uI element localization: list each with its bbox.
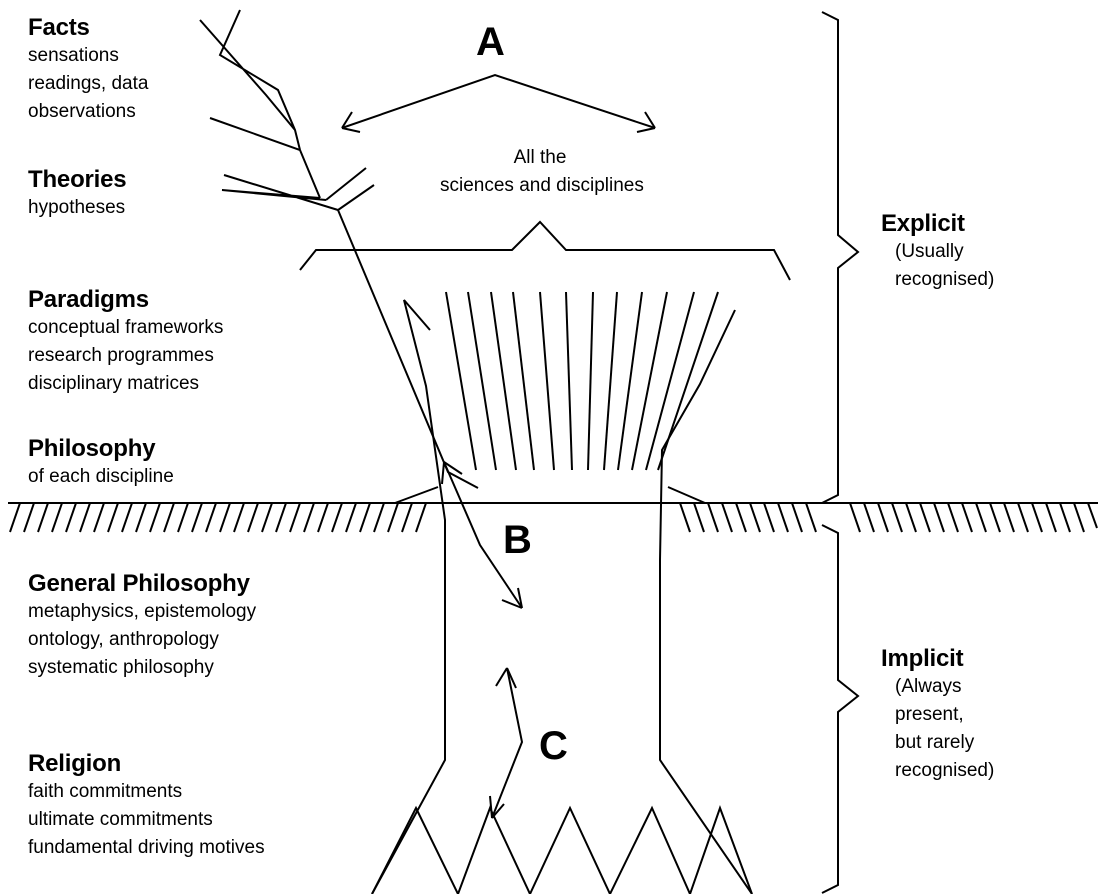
religion-item: faith commitments (28, 778, 265, 806)
arrow-c (492, 668, 522, 818)
philosophy-title: Philosophy (28, 435, 174, 463)
trunk-right-edge (660, 310, 752, 894)
roots (372, 808, 752, 894)
general-philosophy-item: metaphysics, epistemology (28, 598, 256, 626)
paradigms-item: conceptual frameworks (28, 314, 223, 342)
general-philosophy-label: General Philosophy metaphysics, epistemo… (28, 570, 256, 682)
ground-flare-right (668, 487, 705, 503)
facts-item: sensations (28, 42, 148, 70)
theories-label: Theories hypotheses (28, 166, 126, 222)
religion-title: Religion (28, 750, 265, 778)
explicit-line: recognised) (881, 266, 994, 294)
paradigm-rays (446, 292, 718, 470)
paradigms-item: disciplinary matrices (28, 370, 223, 398)
sciences-line: sciences and disciplines (440, 172, 640, 200)
paradigms-item: research programmes (28, 342, 223, 370)
explicit-title: Explicit (881, 210, 994, 238)
implicit-title: Implicit (881, 645, 994, 673)
religion-item: fundamental driving motives (28, 834, 265, 862)
ground-flare-left (395, 487, 438, 503)
implicit-line: but rarely (881, 729, 994, 757)
implicit-line: recognised) (881, 757, 994, 785)
implicit-line: (Always (881, 673, 994, 701)
sciences-bracket (300, 222, 790, 280)
explicit-label: Explicit (Usually recognised) (881, 210, 994, 294)
facts-label: Facts sensations readings, data observat… (28, 14, 148, 126)
religion-item: ultimate commitments (28, 806, 265, 834)
philosophy-item: of each discipline (28, 463, 174, 491)
ground-hatching (10, 503, 1097, 532)
marker-c: C (539, 726, 568, 766)
philosophy-label: Philosophy of each discipline (28, 435, 174, 491)
theories-title: Theories (28, 166, 126, 194)
trunk-left-edge (372, 300, 445, 894)
explicit-line: (Usually (881, 238, 994, 266)
general-philosophy-title: General Philosophy (28, 570, 256, 598)
paradigms-label: Paradigms conceptual frameworks research… (28, 286, 223, 398)
facts-item: observations (28, 98, 148, 126)
implicit-line: present, (881, 701, 994, 729)
arrow-a (342, 75, 655, 128)
marker-b: B (503, 520, 532, 560)
theories-item: hypotheses (28, 194, 126, 222)
explicit-brace (822, 12, 858, 503)
sciences-line: All the (440, 144, 640, 172)
general-philosophy-item: systematic philosophy (28, 654, 256, 682)
facts-title: Facts (28, 14, 148, 42)
religion-label: Religion faith commitments ultimate comm… (28, 750, 265, 862)
implicit-label: Implicit (Always present, but rarely rec… (881, 645, 994, 785)
marker-a: A (476, 22, 505, 62)
implicit-brace (822, 525, 858, 893)
general-philosophy-item: ontology, anthropology (28, 626, 256, 654)
paradigms-title: Paradigms (28, 286, 223, 314)
facts-item: readings, data (28, 70, 148, 98)
sciences-label: All the sciences and disciplines (440, 144, 640, 200)
